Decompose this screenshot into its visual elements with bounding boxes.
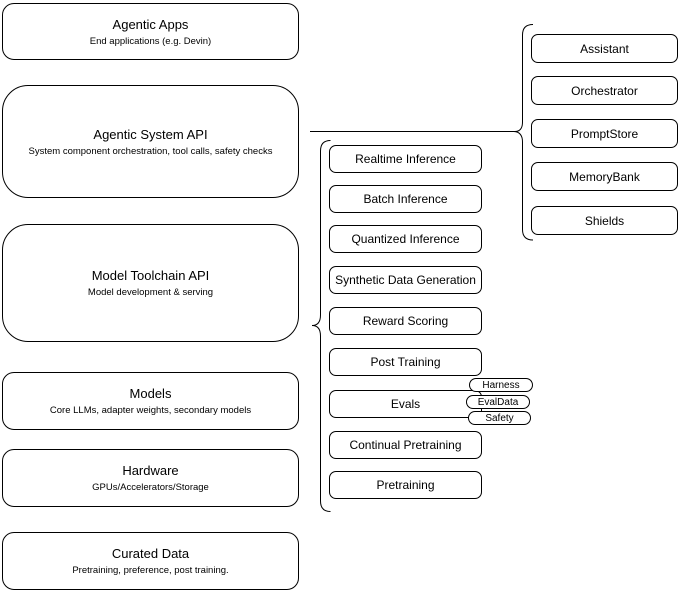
hardware-subtitle: GPUs/Accelerators/Storage bbox=[92, 482, 209, 493]
batch-inference-label: Batch Inference bbox=[363, 192, 448, 206]
box-synthetic-data-generation: Synthetic Data Generation bbox=[329, 266, 482, 294]
continual-pretraining-label: Continual Pretraining bbox=[349, 438, 462, 452]
shields-label: Shields bbox=[584, 213, 625, 228]
box-quantized-inference: Quantized Inference bbox=[329, 225, 482, 253]
models-title: Models bbox=[129, 386, 172, 401]
box-agentic-system-api: Agentic System API System component orch… bbox=[2, 85, 299, 198]
realtime-inference-label: Realtime Inference bbox=[355, 152, 456, 166]
evaldata-label: EvalData bbox=[477, 396, 519, 408]
memorybank-label: MemoryBank bbox=[569, 169, 640, 184]
box-models: Models Core LLMs, adapter weights, secon… bbox=[2, 372, 299, 430]
box-evals: Evals bbox=[329, 390, 482, 418]
box-batch-inference: Batch Inference bbox=[329, 185, 482, 213]
box-pretraining: Pretraining bbox=[329, 471, 482, 499]
agentic-system-api-subtitle: System component orchestration, tool cal… bbox=[28, 145, 273, 157]
agentic-apps-title: Agentic Apps bbox=[112, 16, 189, 32]
box-orchestrator: Orchestrator bbox=[531, 76, 678, 105]
synthetic-data-generation-label: Synthetic Data Generation bbox=[335, 273, 476, 287]
models-subtitle: Core LLMs, adapter weights, secondary mo… bbox=[49, 405, 252, 416]
evals-label: Evals bbox=[390, 397, 421, 411]
model-toolchain-api-title: Model Toolchain API bbox=[91, 268, 210, 283]
box-curated-data: Curated Data Pretraining, preference, po… bbox=[2, 532, 299, 590]
agentic-apps-subtitle: End applications (e.g. Devin) bbox=[89, 35, 212, 47]
assistant-label: Assistant bbox=[580, 41, 629, 56]
box-assistant: Assistant bbox=[531, 34, 678, 63]
curated-data-title: Curated Data bbox=[111, 546, 190, 561]
reward-scoring-label: Reward Scoring bbox=[362, 314, 449, 328]
box-realtime-inference: Realtime Inference bbox=[329, 145, 482, 173]
pretraining-label: Pretraining bbox=[376, 478, 435, 492]
box-hardware: Hardware GPUs/Accelerators/Storage bbox=[2, 449, 299, 507]
box-model-toolchain-api: Model Toolchain API Model development & … bbox=[2, 224, 299, 342]
harness-label: Harness bbox=[482, 379, 520, 391]
hardware-title: Hardware bbox=[122, 463, 179, 478]
pill-safety: Safety bbox=[468, 411, 531, 425]
box-memorybank: MemoryBank bbox=[531, 162, 678, 191]
quantized-inference-label: Quantized Inference bbox=[351, 232, 460, 246]
agentic-system-api-title: Agentic System API bbox=[93, 126, 208, 142]
box-continual-pretraining: Continual Pretraining bbox=[329, 431, 482, 459]
model-toolchain-api-subtitle: Model development & serving bbox=[87, 287, 214, 298]
toolchain-curly-bracket bbox=[311, 140, 331, 512]
orchestrator-label: Orchestrator bbox=[571, 83, 638, 98]
box-promptstore: PromptStore bbox=[531, 119, 678, 148]
promptstore-label: PromptStore bbox=[570, 126, 639, 141]
pill-evaldata: EvalData bbox=[466, 395, 530, 409]
post-training-label: Post Training bbox=[370, 355, 441, 369]
box-reward-scoring: Reward Scoring bbox=[329, 307, 482, 335]
curated-data-subtitle: Pretraining, preference, post training. bbox=[72, 565, 229, 576]
safety-label: Safety bbox=[485, 412, 514, 424]
box-shields: Shields bbox=[531, 206, 678, 235]
box-post-training: Post Training bbox=[329, 348, 482, 376]
pill-harness: Harness bbox=[469, 378, 533, 392]
box-agentic-apps: Agentic Apps End applications (e.g. Devi… bbox=[2, 3, 299, 60]
